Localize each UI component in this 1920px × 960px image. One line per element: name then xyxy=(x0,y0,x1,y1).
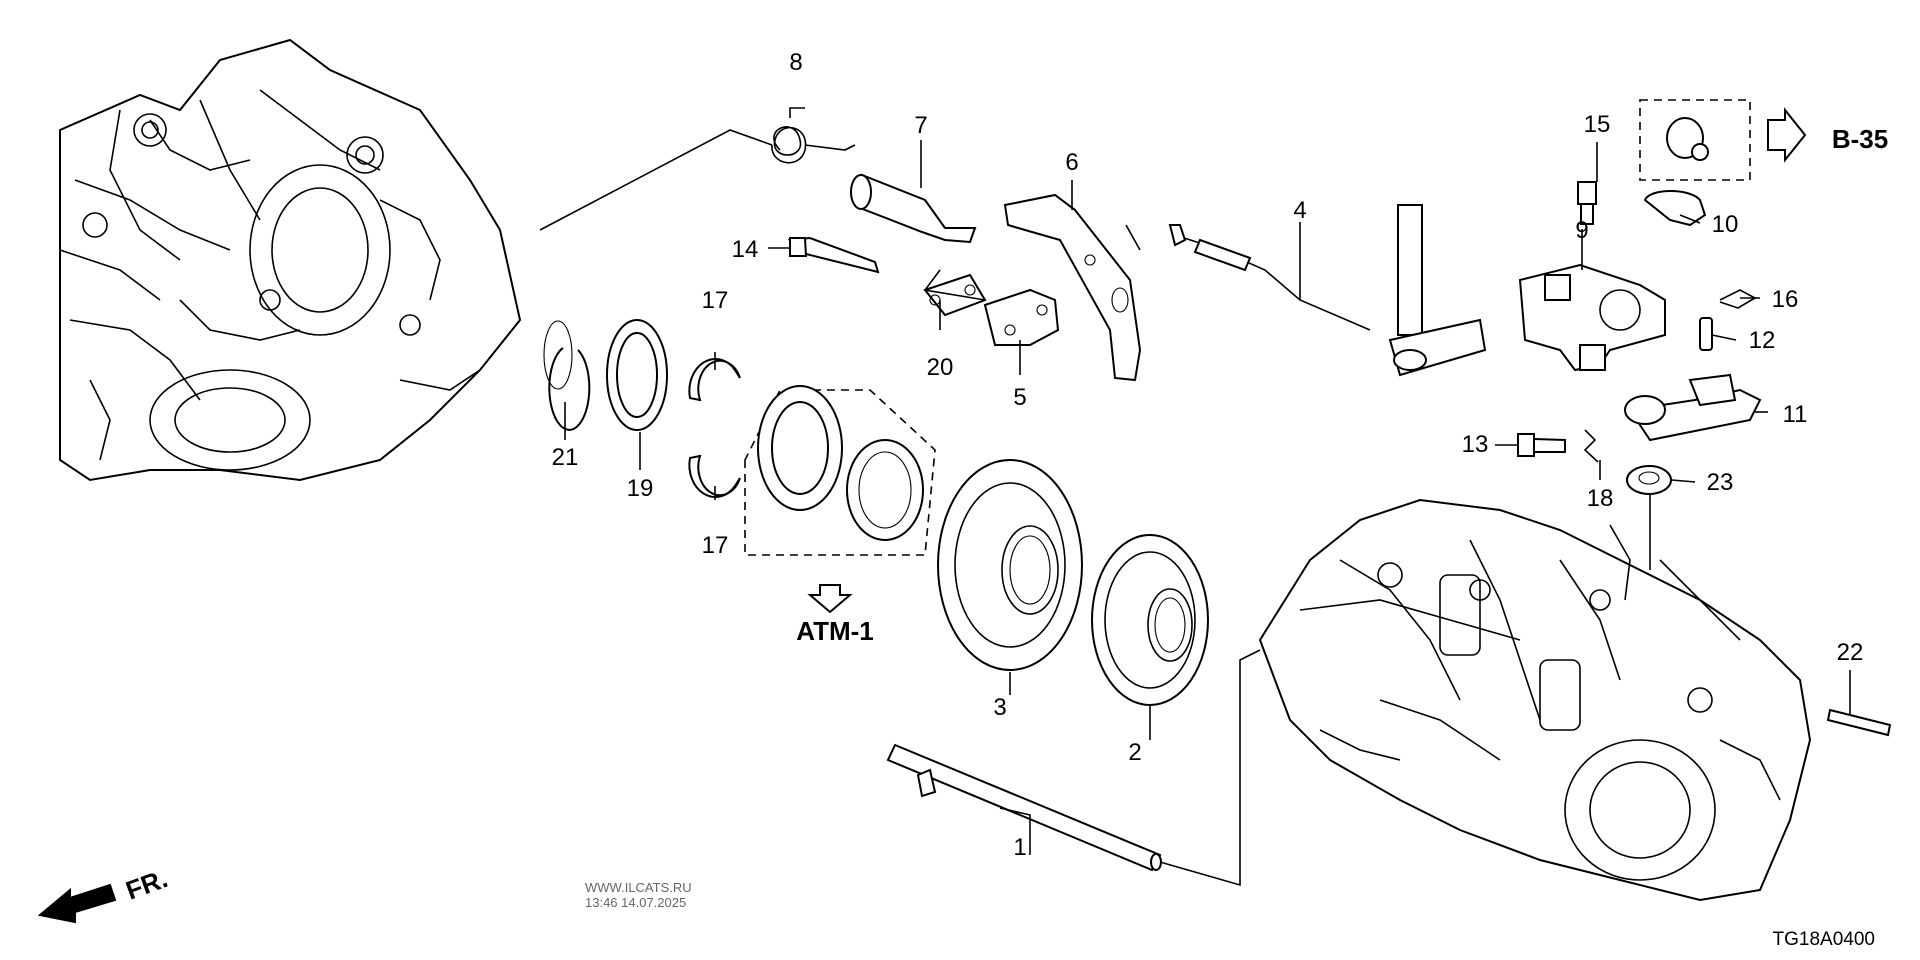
atm-1-bearing-group[interactable] xyxy=(744,385,936,614)
part-13-bolt[interactable] xyxy=(1517,433,1566,457)
callout-11: 11 xyxy=(1783,401,1808,428)
b-35-reference-group[interactable] xyxy=(1639,99,1807,181)
callout-2: 2 xyxy=(1128,739,1141,766)
callout-20: 20 xyxy=(927,354,954,381)
callout-21: 21 xyxy=(552,444,579,471)
part-11-detent-arm[interactable] xyxy=(1624,373,1762,442)
callout-13: 13 xyxy=(1462,431,1489,458)
part-8-spring[interactable] xyxy=(771,107,856,164)
part-7-pin[interactable] xyxy=(850,173,977,244)
part-10-cover[interactable] xyxy=(1643,190,1707,227)
part-4-shift-cable[interactable] xyxy=(1168,224,1371,331)
part-19-seal[interactable] xyxy=(606,319,668,431)
part-5-bracket[interactable] xyxy=(983,288,1060,346)
callout-18: 18 xyxy=(1587,485,1614,512)
callout-5: 5 xyxy=(1013,384,1026,411)
part-12-pin[interactable] xyxy=(1699,317,1713,351)
part-6-park-lever[interactable] xyxy=(1003,193,1142,382)
b-35-reference-label[interactable]: B-35 xyxy=(1832,124,1888,154)
callout-17-upper: 17 xyxy=(702,287,729,314)
part-18-clip[interactable] xyxy=(1583,429,1599,463)
callout-8: 8 xyxy=(789,49,802,76)
part-22-dowel-pin[interactable] xyxy=(1826,708,1892,737)
part-3-park-gear[interactable] xyxy=(937,459,1083,671)
callout-10: 10 xyxy=(1712,211,1739,238)
part-23-washer[interactable] xyxy=(1626,465,1672,495)
callout-6: 6 xyxy=(1065,149,1078,176)
callout-7: 7 xyxy=(914,112,927,139)
transmission-housing-right xyxy=(1258,498,1812,902)
callout-15: 15 xyxy=(1584,111,1611,138)
front-direction-arrow xyxy=(37,883,117,924)
part-17-shim-lower[interactable] xyxy=(688,454,741,499)
leader-lines xyxy=(539,129,1851,887)
callout-12: 12 xyxy=(1749,327,1776,354)
callout-1: 1 xyxy=(1013,834,1026,861)
callout-3: 3 xyxy=(993,694,1006,721)
transmission-housing-left xyxy=(59,38,522,482)
part-4-shaft-assembly[interactable] xyxy=(1388,204,1487,377)
part-1-shaft[interactable] xyxy=(886,743,1162,872)
callout-9: 9 xyxy=(1575,217,1588,244)
part-16-clip[interactable] xyxy=(1719,289,1757,309)
callout-23: 23 xyxy=(1707,469,1734,496)
callout-14: 14 xyxy=(732,236,759,263)
callout-19: 19 xyxy=(627,475,654,502)
part-9-position-switch[interactable] xyxy=(1518,263,1666,372)
callout-17-lower: 17 xyxy=(702,532,729,559)
part-17-shim-upper[interactable] xyxy=(688,357,741,402)
atm-1-reference-label[interactable]: ATM-1 xyxy=(796,616,874,646)
front-direction-label: FR. xyxy=(122,863,172,906)
part-21-snap-ring[interactable] xyxy=(543,320,591,431)
callout-16: 16 xyxy=(1772,286,1799,313)
callout-22: 22 xyxy=(1837,639,1864,666)
watermark-site: WWW.ILCATS.RU xyxy=(585,880,692,895)
watermark-timestamp: 13:46 14.07.2025 xyxy=(585,895,686,910)
callout-labels: 1 2 3 4 5 6 7 8 9 10 11 12 13 14 15 16 1… xyxy=(552,49,1864,861)
diagram-code: TG18A0400 xyxy=(1773,929,1875,950)
part-2-gear[interactable] xyxy=(1091,534,1209,706)
part-14-bolt[interactable] xyxy=(787,236,880,274)
callout-4: 4 xyxy=(1293,197,1306,224)
part-15-bolt[interactable] xyxy=(1577,181,1597,225)
